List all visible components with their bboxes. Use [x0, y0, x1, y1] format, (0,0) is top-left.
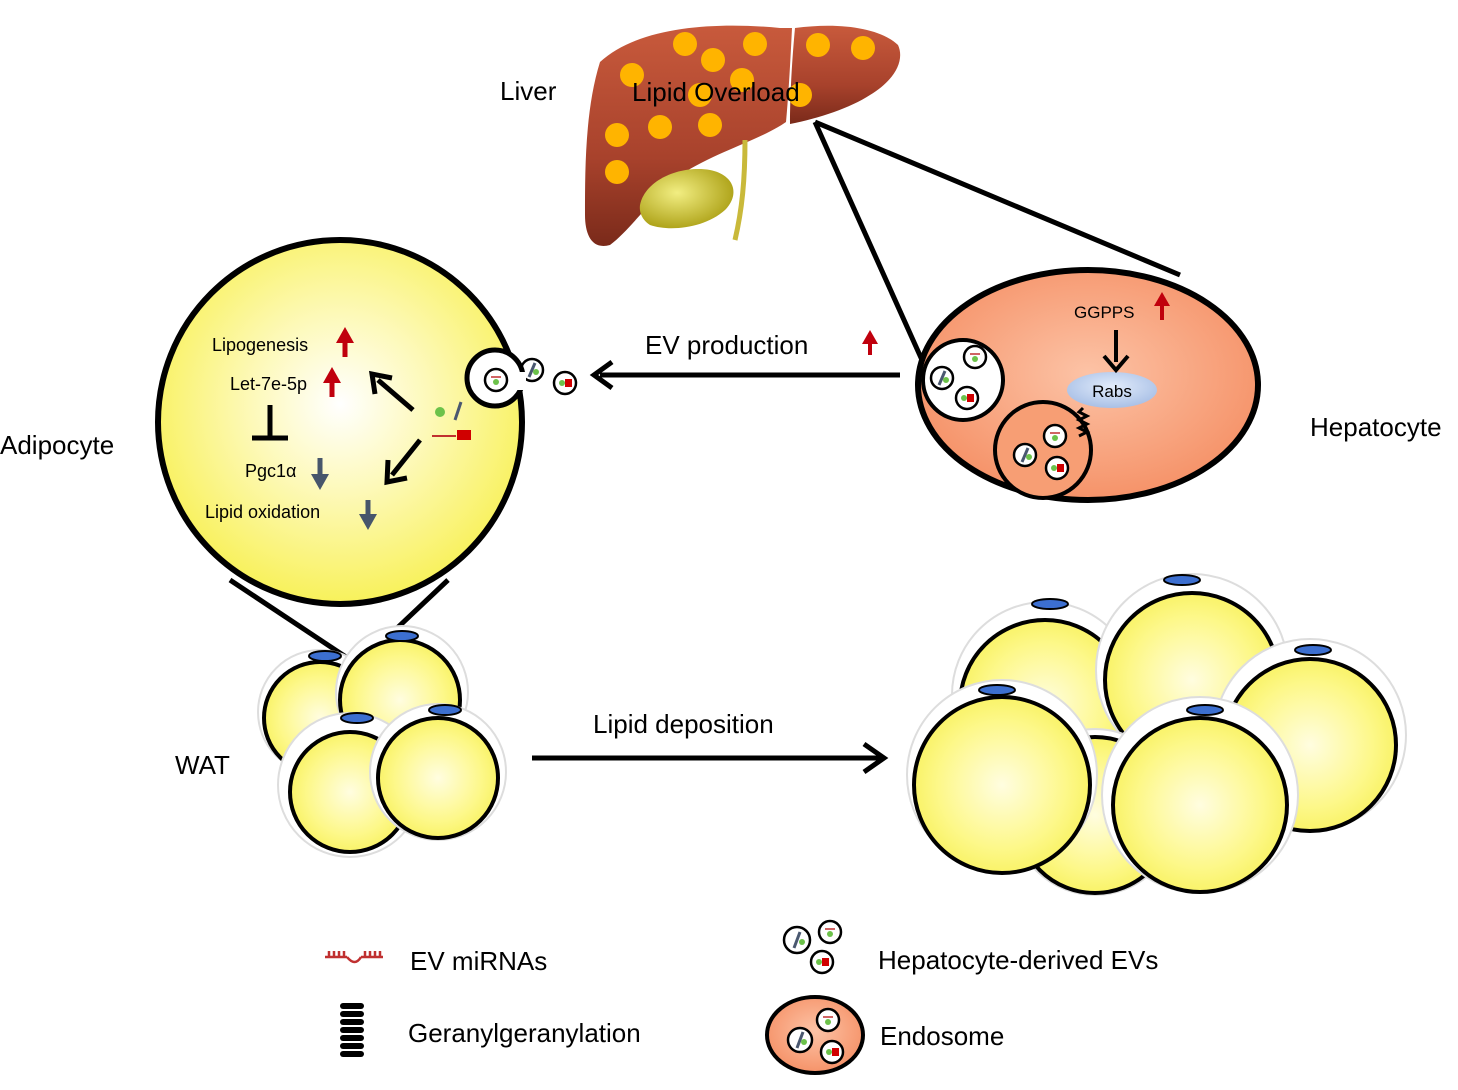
gallbladder [639, 169, 734, 229]
wat-zoom-line-left [228, 577, 360, 668]
lipid-droplets [605, 32, 875, 184]
pgc1a-label: Pgc1α [245, 461, 296, 481]
let7e-label: Let-7e-5p [230, 374, 307, 394]
geranylgeranyl-chain [1075, 406, 1091, 438]
liver-label: Liver [500, 76, 557, 106]
lipid-deposition-label: Lipid deposition [593, 709, 774, 739]
wat-enlarged-cluster [906, 573, 1407, 896]
adipocyte-cell: Lipogenesis Let-7e-5p Pgc1α Lipid oxidat… [155, 237, 526, 607]
liver-lobe-right [790, 25, 901, 125]
arrow-to-pgc1a [390, 438, 422, 477]
ev-icon [782, 919, 843, 975]
ev-production-label: EV production [645, 330, 808, 360]
adipocyte-label: Adipocyte [0, 430, 114, 460]
rabs-label: Rabs [1092, 382, 1132, 401]
endosome [993, 400, 1093, 500]
ggpps-label: GGPPS [1074, 303, 1134, 322]
legend-geranylgeranylation-label: Geranylgeranylation [408, 1018, 641, 1048]
endosome-icon [765, 995, 865, 1075]
released-evs [519, 357, 578, 396]
budding-evs [921, 338, 1005, 422]
mirna-icon [325, 951, 383, 964]
wat-small-cluster [257, 625, 507, 858]
bile-duct [732, 139, 748, 241]
hepatocyte-cell: Rabs GGPPS [915, 267, 1261, 503]
hepatocyte-label: Hepatocyte [1310, 412, 1442, 442]
rabs-protein [1067, 372, 1157, 408]
lipid-oxidation-label: Lipid oxidation [205, 502, 320, 522]
zoom-line-right [814, 119, 1181, 278]
lipid-overload-label: Lipid Overload [632, 77, 800, 107]
legend-ev-mirnas-label: EV miRNAs [410, 946, 547, 976]
geranylgeranyl-icon [340, 1003, 364, 1057]
legend-endosome-label: Endosome [880, 1021, 1004, 1051]
wat-label: WAT [175, 750, 230, 780]
zoom-line-left [812, 120, 925, 362]
legend-evs-label: Hepatocyte-derived EVs [878, 945, 1158, 975]
liver-illustration [585, 25, 901, 246]
arrow-to-let7e [376, 378, 415, 412]
legend: EV miRNAs Geranylgeranylation Hepatocyte… [325, 919, 1158, 1075]
lipogenesis-label: Lipogenesis [212, 335, 308, 355]
